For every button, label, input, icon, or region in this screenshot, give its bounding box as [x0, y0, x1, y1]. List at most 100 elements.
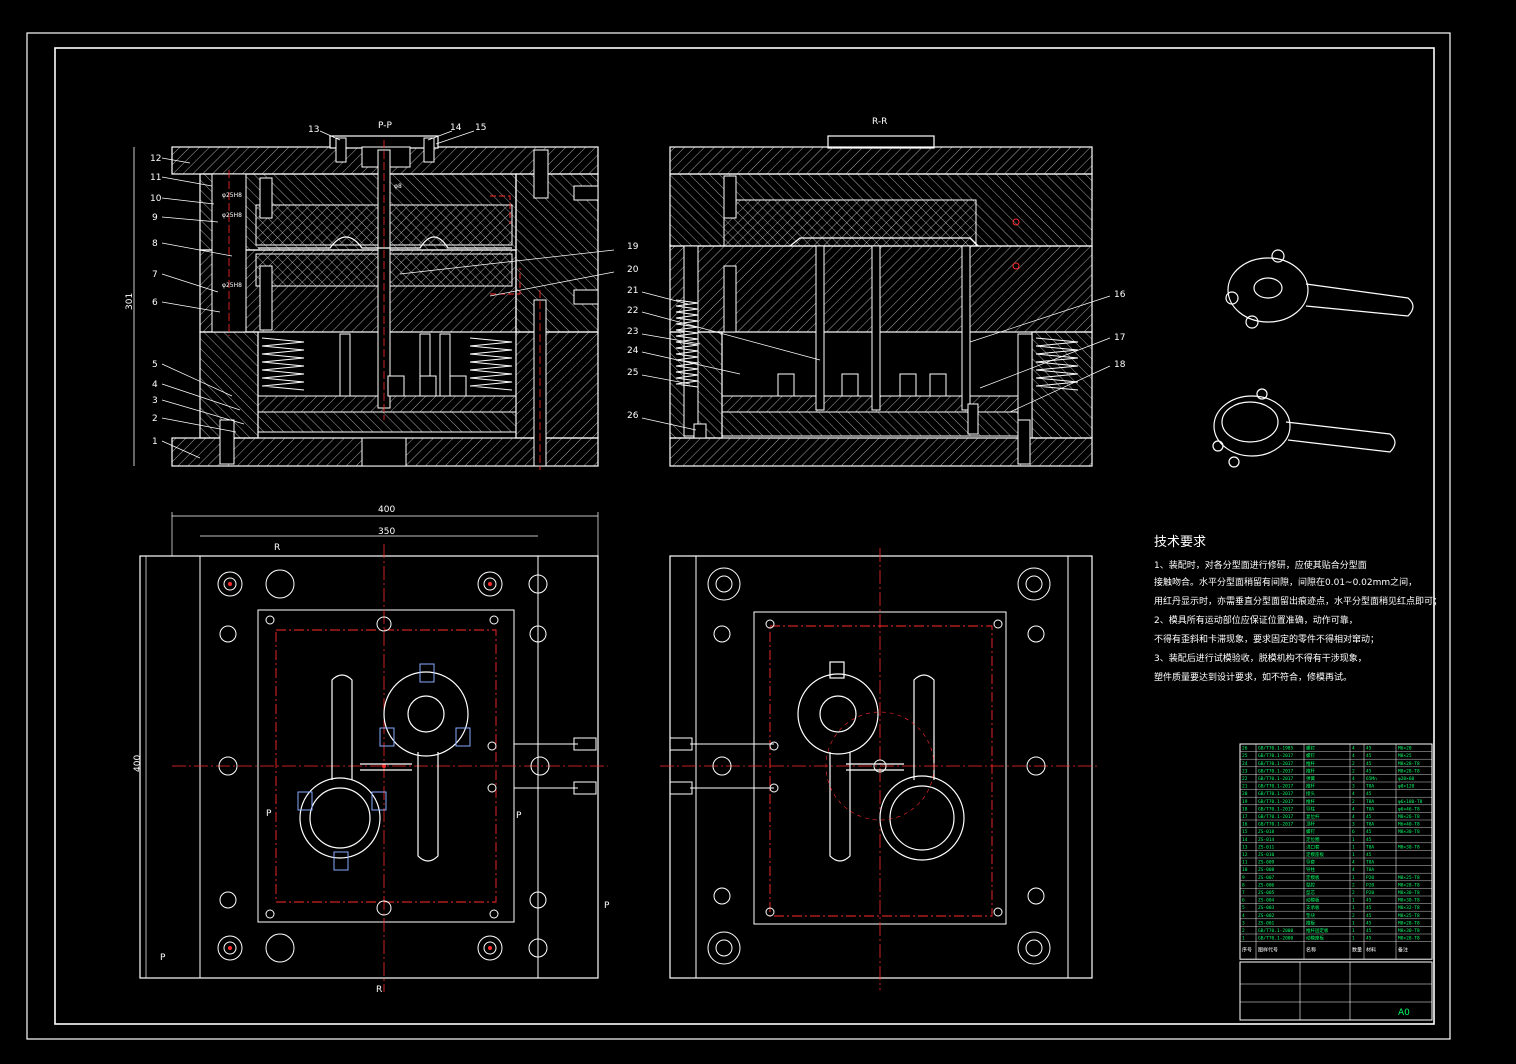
- bom-cell: T8A: [1366, 860, 1374, 866]
- bom-cell: 定模座板: [1306, 851, 1324, 858]
- bom-cell: M8×28-T8: [1398, 920, 1420, 926]
- bom-cell: φ8×120: [1398, 784, 1415, 790]
- bom-cell: 45: [1366, 829, 1372, 835]
- bom-cell: 45: [1366, 837, 1372, 843]
- pmark-left: P: [160, 953, 166, 963]
- bom-cell: 15: [1242, 829, 1248, 835]
- bom-cell: 6: [1242, 898, 1245, 904]
- pmark-mid-left: P: [266, 809, 272, 819]
- bom-cell: M8×30-T8: [1398, 928, 1420, 934]
- bom-cell: φ6×180-T8: [1398, 799, 1423, 805]
- dim-400-width: 400: [378, 505, 395, 515]
- bom-cell: 7: [1242, 890, 1245, 896]
- bom-cell: GB/T70.1-2017: [1258, 806, 1294, 812]
- bom-cell: 2: [1352, 913, 1355, 919]
- bom-cell: 45: [1366, 814, 1372, 820]
- bom-cell: ZS-018: [1258, 829, 1275, 835]
- bom-cell: ZS-004: [1258, 898, 1275, 904]
- bom-cell: ZS-001: [1258, 920, 1275, 926]
- tech-req-line-1: 1、装配时，对各分型面进行修研，应使其贴合分型面: [1154, 559, 1367, 571]
- bom-frame: [1239, 743, 1433, 960]
- tech-req-line-5: 不得有歪斜和卡滞现象，要求固定的零件不得相对窜动；: [1154, 633, 1379, 645]
- bom-cell: M8×28-T8: [1398, 936, 1420, 942]
- bom-cell: 45: [1366, 920, 1372, 926]
- callout-1: 1: [152, 437, 158, 447]
- callout-22: 22: [627, 306, 638, 316]
- bom-cell: 14: [1242, 837, 1248, 843]
- bom-cell: 3: [1352, 822, 1355, 828]
- bom-cell: 1: [1242, 936, 1245, 942]
- bom-cell: GB/T70.1-2017: [1258, 814, 1294, 820]
- bom-cell: 8: [1242, 882, 1245, 888]
- bom-cell: 推杆: [1306, 767, 1315, 774]
- bom-cell: M6×40-T8: [1398, 822, 1420, 828]
- bom-cell: 导套: [1306, 859, 1315, 866]
- callout-15: 15: [475, 123, 486, 133]
- bom-cell: GB/T70.1-2000: [1258, 928, 1294, 934]
- bom-cell: M8×28-T8: [1398, 761, 1420, 767]
- pp-callouts-left: 12 11 10 9 8 7 6 5 4 3 2 1: [150, 154, 245, 459]
- bom-cell: ZS-006: [1258, 882, 1275, 888]
- bom-cell: T8A: [1366, 822, 1374, 828]
- bom-cell: ZS-005: [1258, 890, 1275, 896]
- bom-header-cell: 序号: [1242, 947, 1252, 954]
- bom-cell: 螺钉: [1306, 745, 1315, 752]
- callout-9: 9: [152, 213, 158, 223]
- bom-cell: 45: [1366, 852, 1372, 858]
- fit-tag-4: φ8: [394, 183, 402, 190]
- bom-cell: T8A: [1366, 784, 1374, 790]
- bom-cell: 16: [1242, 822, 1248, 828]
- outer-frame: [26, 32, 1451, 1040]
- pmark-mid-right: P: [516, 811, 522, 821]
- bom-cell: 型腔: [1306, 881, 1315, 888]
- bom-cell: 推杆固定板: [1306, 927, 1329, 934]
- bom-cell: M8×30-T8: [1398, 898, 1420, 904]
- callout-19: 19: [627, 242, 639, 252]
- bom-cell: 推板: [1306, 919, 1315, 926]
- bom-cell: 2: [1352, 799, 1355, 805]
- bom-cell: 45: [1366, 761, 1372, 767]
- bom-cell: GB/T70.1-2017: [1258, 791, 1294, 797]
- fit-tag-3: φ25H8: [222, 282, 242, 289]
- fit-tag-1: φ25H8: [222, 192, 242, 199]
- rmark-bottom: R: [376, 985, 382, 995]
- bom-cell: 4: [1352, 860, 1355, 866]
- bom-cell: 2: [1242, 928, 1245, 934]
- bom-cell: P20: [1366, 882, 1374, 888]
- bom-cell: M8×25-T8: [1398, 913, 1420, 919]
- bom-cell: 5: [1242, 905, 1245, 911]
- bom-cell: 4: [1352, 753, 1355, 759]
- bom-cell: 22: [1242, 776, 1248, 782]
- bom-cell: 1: [1352, 844, 1355, 850]
- callout-25: 25: [627, 368, 638, 378]
- tech-req-line-7: 塑件质量要达到设计要求，如不符合，修模再试。: [1154, 671, 1352, 683]
- bom-cell: M8×30-T8: [1398, 844, 1420, 850]
- bom-cell: 3: [1352, 784, 1355, 790]
- bom-cell: GB/T70.1-2017: [1258, 799, 1294, 805]
- bom-cell: 45: [1366, 936, 1372, 942]
- bom-cell: 26: [1242, 746, 1248, 752]
- bom-cell: 复位杆: [1306, 813, 1320, 820]
- bom-cell: 2: [1352, 882, 1355, 888]
- bom-cell: 45: [1366, 928, 1372, 934]
- bom-cell: M8×26-T8: [1398, 814, 1420, 820]
- bom-cell: M6×20: [1398, 746, 1412, 752]
- bom-cell: 23: [1242, 768, 1248, 774]
- callout-24: 24: [627, 346, 639, 356]
- bom-cell: 型芯: [1306, 889, 1315, 896]
- bom-cell: M8×28-T8: [1398, 768, 1420, 774]
- bom-cell: T8A: [1366, 799, 1374, 805]
- callout-4: 4: [152, 380, 158, 390]
- bom-cell: 45: [1366, 905, 1372, 911]
- rmark-top: R: [274, 543, 280, 553]
- bom-cell: T8A: [1366, 806, 1374, 812]
- callout-13: 13: [308, 125, 319, 135]
- bom-cell: ZS-003: [1258, 905, 1275, 911]
- bom-cell: 弹簧: [1306, 775, 1315, 782]
- bom-cell: 1: [1352, 936, 1355, 942]
- bom-cell: 10: [1242, 867, 1248, 873]
- bom-cell: 20: [1242, 791, 1248, 797]
- bom-cell: 定位圈: [1306, 836, 1320, 843]
- callout-17: 17: [1114, 333, 1125, 343]
- callout-3: 3: [152, 396, 158, 406]
